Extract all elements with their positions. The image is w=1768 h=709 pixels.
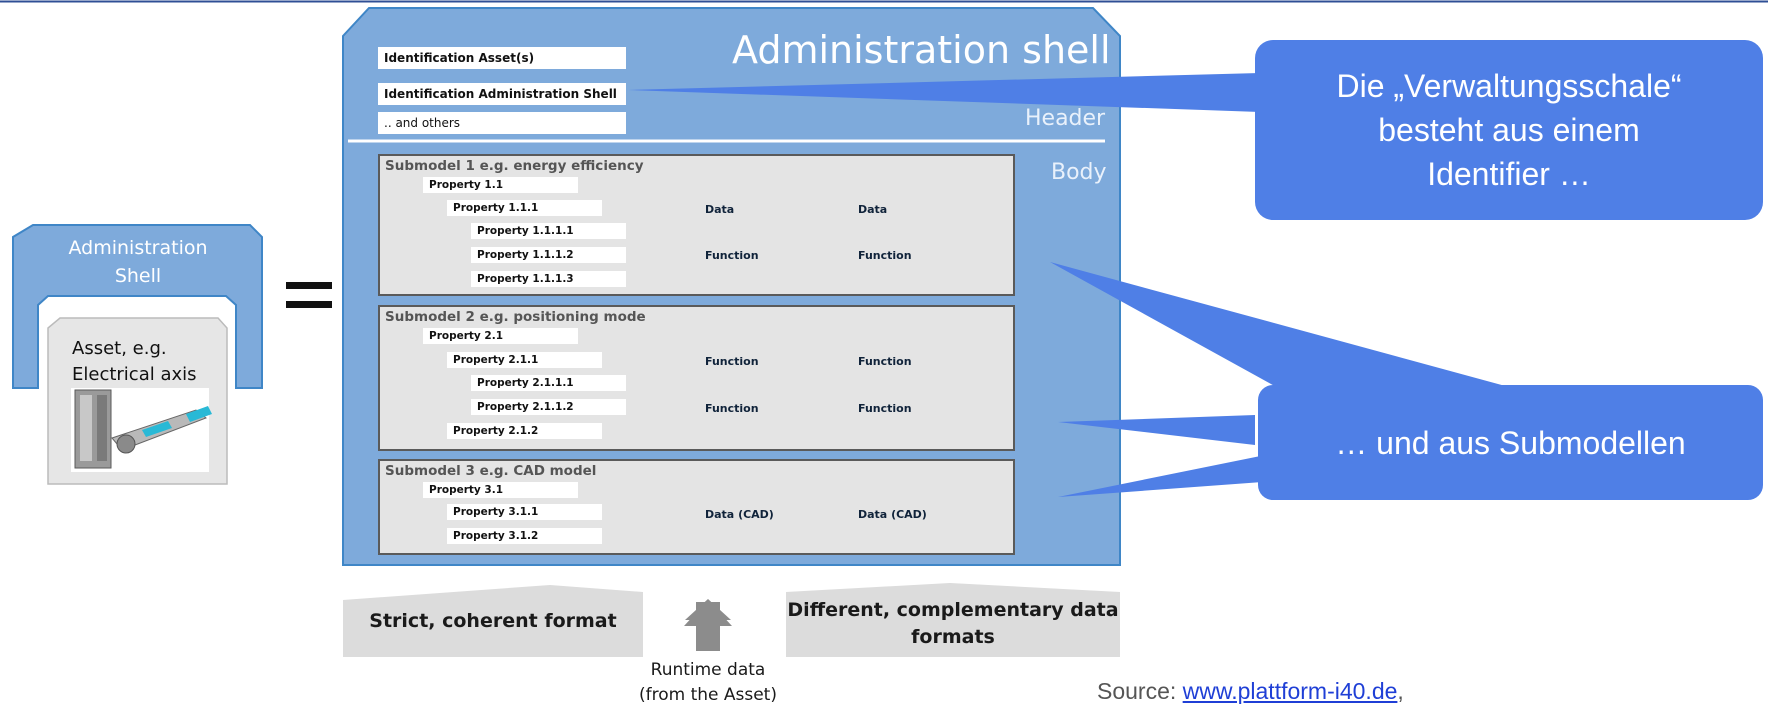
callout-submodels-text: … und aus Submodellen bbox=[1335, 425, 1686, 461]
block-text: Function bbox=[705, 402, 759, 415]
small-shell-title: Administration Shell bbox=[68, 237, 208, 287]
callout-submodels bbox=[1050, 262, 1763, 500]
property-1-1-1-1: Property 1.1.1.1 bbox=[471, 223, 626, 239]
callout-identifier-text: Die „Verwaltungsschale“ besteht aus eine… bbox=[1336, 68, 1682, 192]
body-label: Body bbox=[1051, 160, 1107, 185]
asset-image bbox=[71, 388, 212, 472]
submodel-1-title: Submodel 1 e.g. energy efficiency bbox=[385, 158, 644, 174]
property-1-1: Property 1.1 bbox=[423, 177, 578, 193]
small-shell-arch bbox=[12, 224, 263, 389]
asset-label: Asset, e.g. Electrical axis bbox=[72, 338, 197, 385]
block-text: Function bbox=[705, 355, 759, 368]
property-1-1-1: Property 1.1.1 bbox=[447, 200, 602, 216]
block-text: Data bbox=[705, 203, 735, 216]
submodel-3-title: Submodel 3 e.g. CAD model bbox=[385, 463, 597, 479]
property-1-1-1-2: Property 1.1.1.2 bbox=[471, 247, 626, 263]
source-link[interactable]: www.plattform-i40.de bbox=[1182, 678, 1398, 704]
strict-format-label: Strict, coherent format bbox=[369, 610, 617, 632]
property-2-1-1: Property 2.1.1 bbox=[447, 352, 602, 368]
block-text: Function bbox=[858, 355, 912, 368]
different-formats-label: Different, complementary data formats bbox=[787, 599, 1119, 648]
identification-asset-box: Identification Asset(s) bbox=[378, 47, 626, 69]
and-others-box: .. and others bbox=[378, 112, 626, 134]
property-2-1-2: Property 2.1.2 bbox=[447, 423, 602, 439]
administration-shell-title: Administration shell bbox=[732, 28, 1111, 72]
header-label: Header bbox=[1025, 106, 1106, 131]
callout-identifier bbox=[628, 40, 1763, 220]
property-3-1-2: Property 3.1.2 bbox=[447, 528, 602, 544]
property-1-1-1-3: Property 1.1.1.3 bbox=[471, 271, 626, 287]
block-text: Function bbox=[858, 249, 912, 262]
strict-format-shape bbox=[343, 585, 643, 657]
block-text: Data (CAD) bbox=[705, 508, 774, 521]
block-text: Data bbox=[858, 203, 888, 216]
property-2-1: Property 2.1 bbox=[423, 328, 578, 344]
property-2-1-1-2: Property 2.1.1.2 bbox=[471, 399, 626, 415]
block-text: Data (CAD) bbox=[858, 508, 927, 521]
block-text: Function bbox=[858, 402, 912, 415]
property-3-1-1: Property 3.1.1 bbox=[447, 504, 602, 520]
block-text: Function bbox=[705, 249, 759, 262]
identification-shell-box: Identification Administration Shell bbox=[378, 83, 626, 105]
source-citation: Source: www.plattform-i40.de, bbox=[1097, 678, 1404, 704]
runtime-data-label: Runtime data (from the Asset) bbox=[638, 660, 777, 705]
submodel-2-title: Submodel 2 e.g. positioning mode bbox=[385, 309, 646, 325]
property-2-1-1-1: Property 2.1.1.1 bbox=[471, 375, 626, 391]
property-3-1: Property 3.1 bbox=[423, 482, 578, 498]
equals-sign bbox=[286, 282, 332, 312]
different-formats-shape bbox=[786, 583, 1120, 657]
